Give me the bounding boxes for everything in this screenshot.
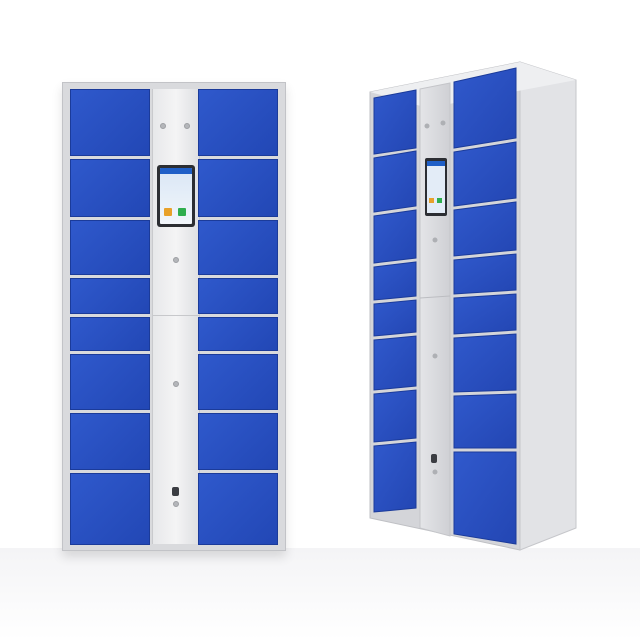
locker-door bbox=[198, 354, 278, 410]
locker-door bbox=[70, 354, 150, 410]
speaker-icon bbox=[184, 123, 190, 129]
front-control-panel bbox=[152, 89, 200, 544]
angled-left-door-column bbox=[373, 89, 417, 513]
front-left-door-column bbox=[70, 89, 150, 545]
locker-door bbox=[198, 317, 278, 351]
locker-door bbox=[198, 473, 278, 545]
locker-door bbox=[70, 317, 150, 351]
touch-screen bbox=[157, 165, 195, 227]
locker-door bbox=[198, 413, 278, 470]
angled-right-door-column bbox=[453, 67, 517, 545]
bolt-icon bbox=[173, 501, 179, 507]
keyhole-icon bbox=[172, 487, 179, 496]
bolt-icon bbox=[173, 381, 179, 387]
bolt-icon bbox=[173, 257, 179, 263]
front-locker bbox=[62, 82, 286, 551]
locker-door bbox=[198, 89, 278, 156]
locker-door bbox=[70, 413, 150, 470]
retrieve-tile-icon bbox=[178, 208, 186, 216]
locker-door bbox=[70, 220, 150, 275]
front-right-door-column bbox=[198, 89, 278, 545]
speaker-icon bbox=[160, 123, 166, 129]
locker-door bbox=[198, 159, 278, 217]
locker-door bbox=[198, 278, 278, 314]
locker-door bbox=[70, 278, 150, 314]
angled-locker bbox=[364, 50, 594, 560]
angled-locker-drawing bbox=[369, 61, 577, 551]
locker-door bbox=[198, 220, 278, 275]
locker-door bbox=[70, 89, 150, 156]
store-tile-icon bbox=[164, 208, 172, 216]
locker-door bbox=[70, 473, 150, 545]
locker-door bbox=[70, 159, 150, 217]
floor-reflection bbox=[0, 548, 640, 640]
